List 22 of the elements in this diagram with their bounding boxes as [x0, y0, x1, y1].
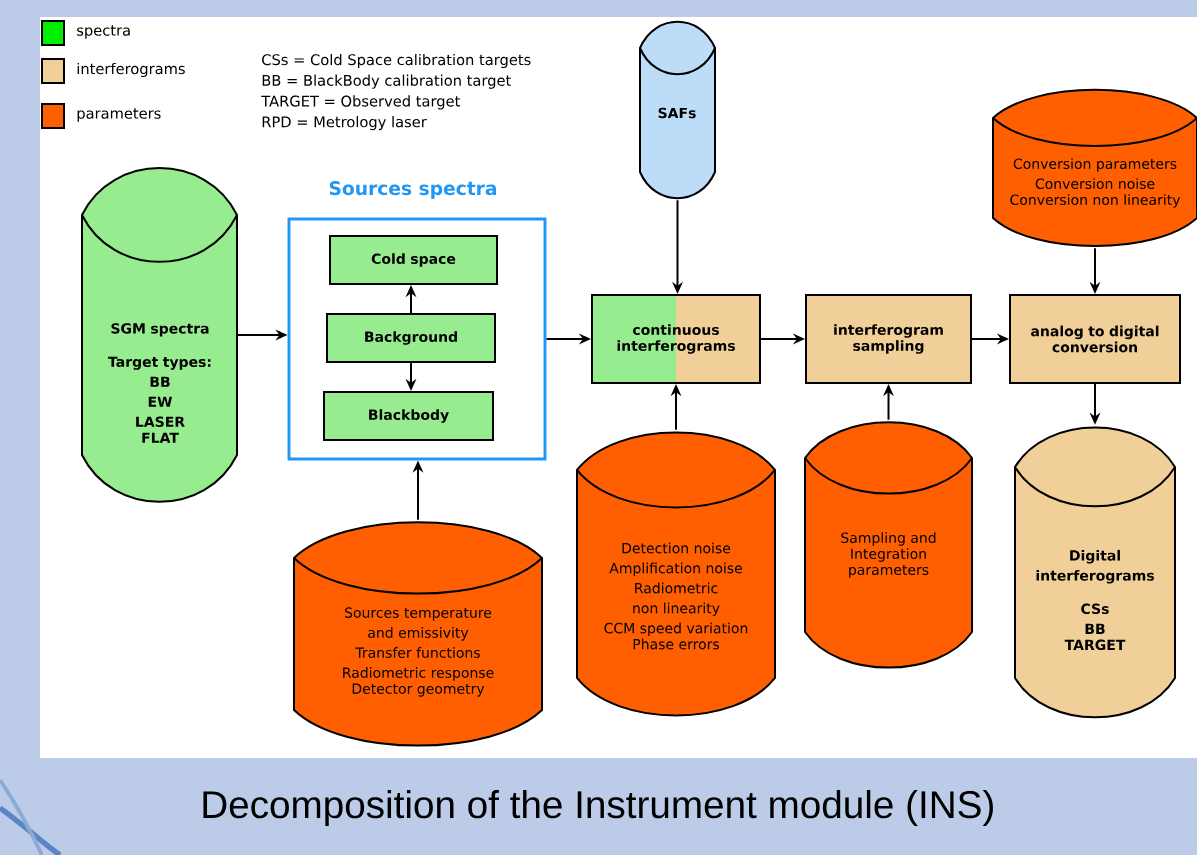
cylinder: Sources temperature and emissivity Transfer functions Radiometric response Detector geometry: [293, 521, 543, 747]
note-text: TARGET = Observed target: [261, 95, 460, 110]
cylinder: SAFs: [639, 20, 716, 200]
note-text: BB = BlackBody calibration target: [262, 74, 511, 89]
process-box: Background: [326, 313, 496, 363]
cylinder: Sampling and Integration parameters: [804, 421, 973, 669]
caption: Decomposition of the Instrument module (INS): [203, 789, 993, 826]
legend-label: interferograms: [77, 62, 185, 78]
cylinder: Conversion parameters Conversion noise Conversion non linearity: [992, 88, 1197, 248]
process-box: interferogram sampling: [805, 294, 972, 384]
legend-label: spectra: [77, 25, 130, 39]
process-box: continuous interferograms: [591, 294, 761, 384]
cylinder: Digital interferograms CSs BB TARGET: [1014, 426, 1176, 719]
group-heading: Sources spectra: [329, 181, 497, 199]
process-box: analog to digital conversion: [1009, 294, 1181, 384]
legend-label: parameters: [77, 108, 161, 122]
note-text: CSs = Cold Space calibration targets: [262, 53, 531, 69]
note-text: RPD = Metrology laser: [262, 116, 427, 131]
cylinder: SGM spectra Target types: BB EW LASER FLAT: [81, 167, 238, 503]
process-box: Cold space: [329, 235, 498, 285]
process-box: Blackbody: [323, 391, 494, 441]
cylinder: Detection noise Amplification noise Radiometric non linearity CCM speed variation Phase errors: [576, 431, 776, 717]
